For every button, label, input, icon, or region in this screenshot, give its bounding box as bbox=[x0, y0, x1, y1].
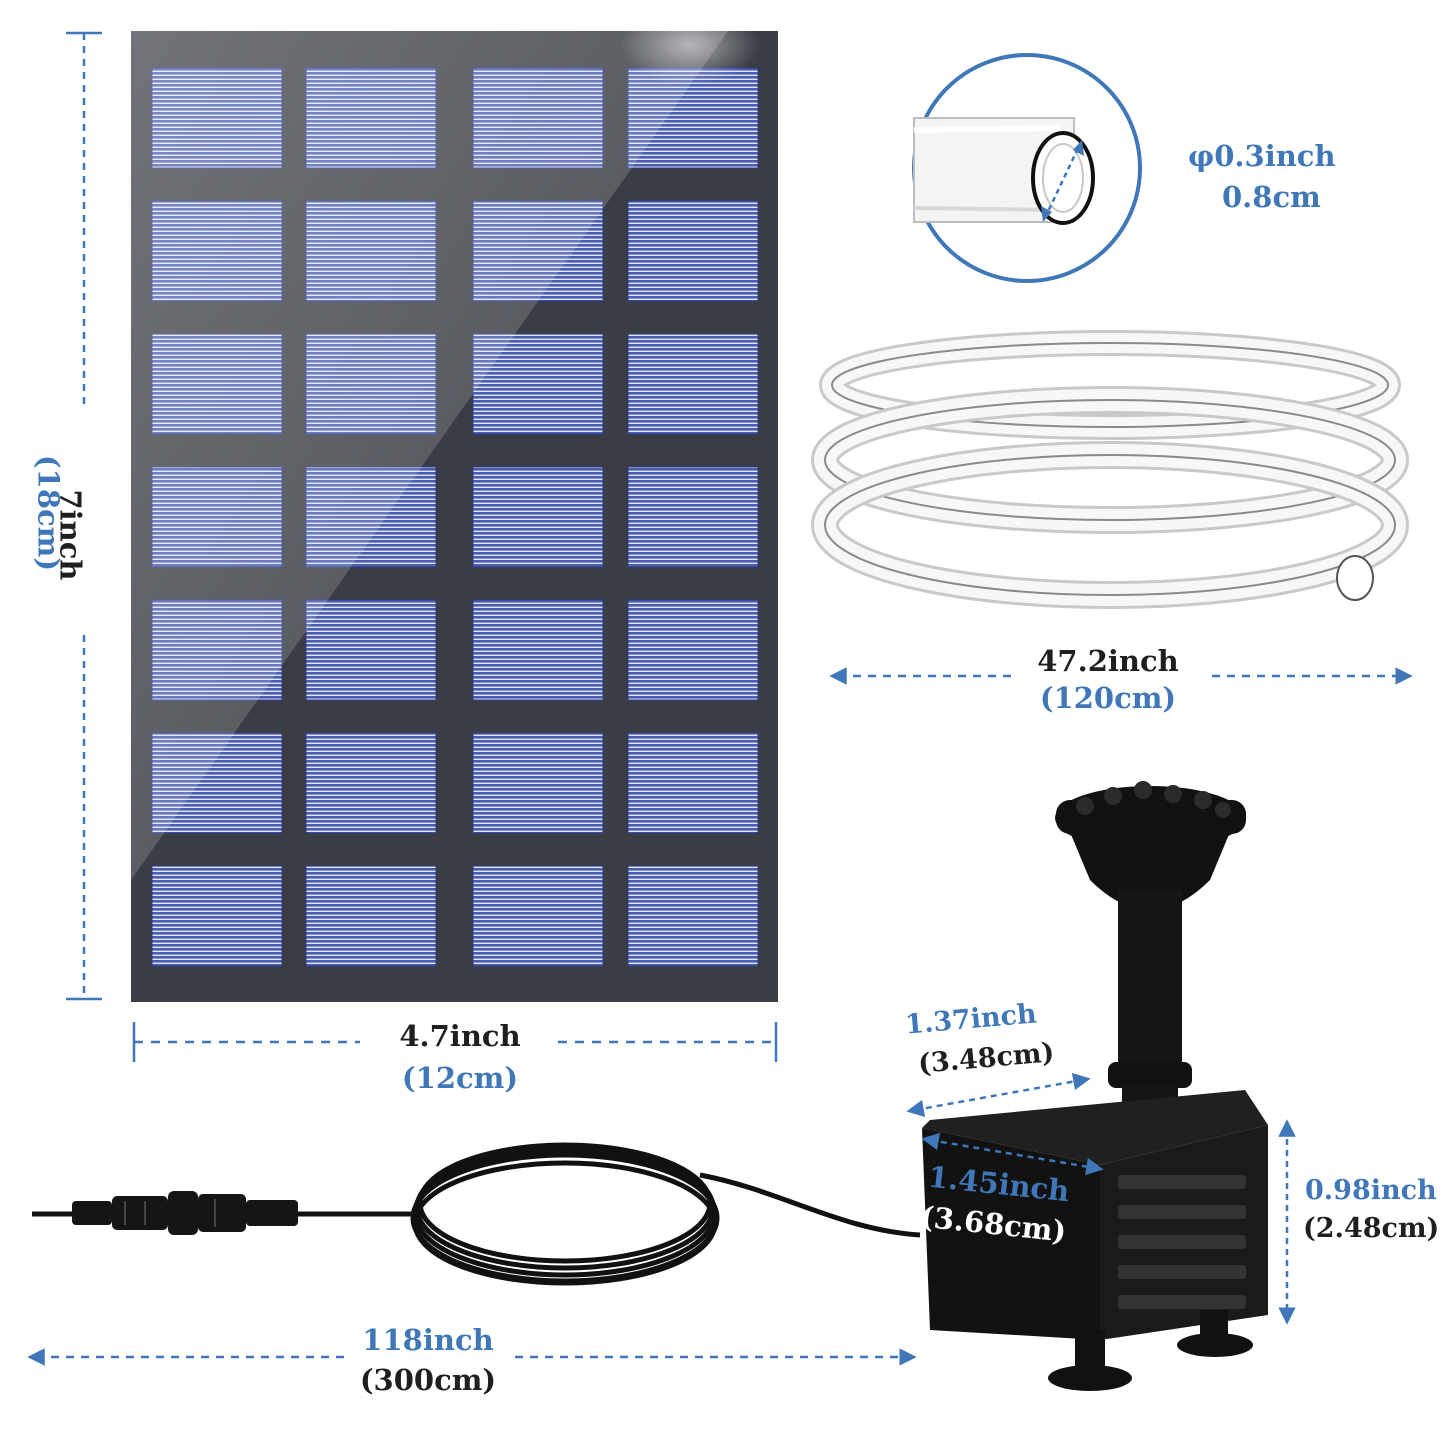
solar-panel bbox=[131, 5, 778, 1002]
tube-diameter-inch-label: φ0.3inch bbox=[1188, 139, 1336, 173]
coiled-tube bbox=[811, 330, 1409, 609]
solar-cell bbox=[305, 732, 437, 834]
panel-shine bbox=[620, 5, 760, 85]
solar-cell bbox=[627, 333, 759, 435]
solar-cell bbox=[627, 865, 759, 967]
panel-height-dimension bbox=[66, 31, 102, 1001]
cable-length-cm-label: (300cm) bbox=[359, 1363, 497, 1397]
panel-glare bbox=[131, 31, 728, 880]
solar-cell bbox=[627, 732, 759, 834]
solar-cell bbox=[305, 599, 437, 701]
cable-connector bbox=[72, 1191, 298, 1235]
pump-depth-dimension bbox=[906, 1072, 1091, 1118]
panel-width-dimension bbox=[132, 1022, 778, 1062]
tube-length-cm-label: (120cm) bbox=[1039, 681, 1177, 715]
tube-length-inch-label: 47.2inch bbox=[1037, 644, 1179, 678]
pump-height-cm-label: (2.48cm) bbox=[1303, 1213, 1440, 1244]
tube-diameter-inset bbox=[912, 53, 1142, 283]
water-pump bbox=[922, 781, 1268, 1391]
solar-cell bbox=[151, 865, 283, 967]
solar-cell bbox=[472, 599, 604, 701]
cable-length-inch-label: 118inch bbox=[362, 1323, 494, 1357]
panel-height-cm-label: (18cm) bbox=[31, 454, 66, 572]
solar-cell bbox=[627, 200, 759, 302]
solar-cell bbox=[472, 732, 604, 834]
tube-diameter-cm-label: 0.8cm bbox=[1222, 180, 1321, 214]
pump-width-dimension bbox=[921, 1132, 1104, 1176]
panel-width-inch-label: 4.7inch bbox=[399, 1019, 521, 1053]
panel-width-cm-label: (12cm) bbox=[401, 1061, 519, 1095]
solar-cell bbox=[305, 865, 437, 967]
solar-cell bbox=[627, 466, 759, 568]
solar-cell bbox=[472, 466, 604, 568]
power-cable bbox=[32, 1142, 921, 1286]
pump-height-inch-label: 0.98inch bbox=[1305, 1175, 1437, 1206]
solar-cell bbox=[472, 865, 604, 967]
solar-cell bbox=[627, 599, 759, 701]
